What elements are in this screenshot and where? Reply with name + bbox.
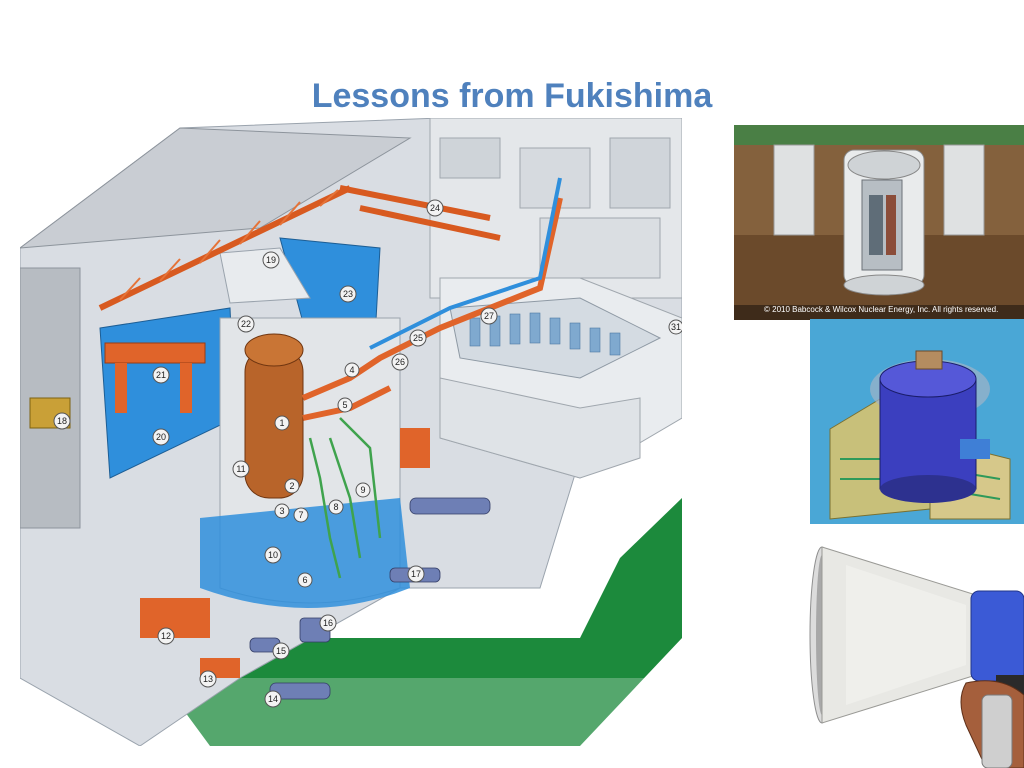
reactor-vessel	[244, 347, 304, 499]
label-21: 21	[156, 370, 166, 380]
label-13: 13	[203, 674, 213, 684]
suppression-pool	[200, 498, 410, 608]
reactor-component-labels: 1 2 3 4 5 6 7 8 9 10 11 12 13 14 15 16 1…	[53, 199, 682, 708]
underground-reactor-drawing: © 2010 Babcock & Wilcox Nuclear Energy, …	[734, 125, 1024, 320]
label-25: 25	[413, 333, 423, 343]
megaphone-image	[806, 525, 1024, 768]
label-19: 19	[266, 255, 276, 265]
label-31: 31	[671, 322, 681, 332]
label-27: 27	[484, 311, 494, 321]
label-15: 15	[276, 646, 286, 656]
label-5: 5	[342, 400, 347, 410]
label-11: 11	[236, 464, 245, 474]
reactor-cutaway-drawing: 1 2 3 4 5 6 7 8 9 10 11 12 13 14 15 16 1…	[20, 118, 682, 746]
label-4: 4	[349, 365, 354, 375]
overhead-crane	[98, 185, 501, 311]
label-7: 7	[298, 510, 303, 520]
label-9: 9	[360, 485, 365, 495]
modular-reactor-drawing	[810, 319, 1024, 524]
copyright-text: © 2010 Babcock & Wilcox Nuclear Energy, …	[764, 305, 998, 314]
underground-reactor-image: © 2010 Babcock & Wilcox Nuclear Energy, …	[734, 125, 1024, 320]
label-20: 20	[156, 432, 166, 442]
label-14: 14	[268, 694, 278, 704]
label-8: 8	[333, 502, 338, 512]
label-3: 3	[279, 506, 284, 516]
label-2: 2	[289, 481, 294, 491]
megaphone-drawing	[806, 525, 1024, 768]
label-10: 10	[268, 550, 278, 560]
modular-reactor-image	[810, 319, 1024, 524]
reactor-cutaway-image: 1 2 3 4 5 6 7 8 9 10 11 12 13 14 15 16 1…	[20, 118, 682, 746]
label-17: 17	[411, 569, 421, 579]
label-22: 22	[241, 319, 251, 329]
label-6: 6	[302, 575, 307, 585]
label-16: 16	[323, 618, 333, 628]
label-1: 1	[279, 418, 284, 428]
label-23: 23	[343, 289, 353, 299]
label-12: 12	[161, 631, 171, 641]
label-24: 24	[430, 203, 440, 213]
label-18: 18	[57, 416, 67, 426]
slide-title: Lessons from Fukishima	[311, 77, 713, 115]
label-26: 26	[395, 357, 405, 367]
